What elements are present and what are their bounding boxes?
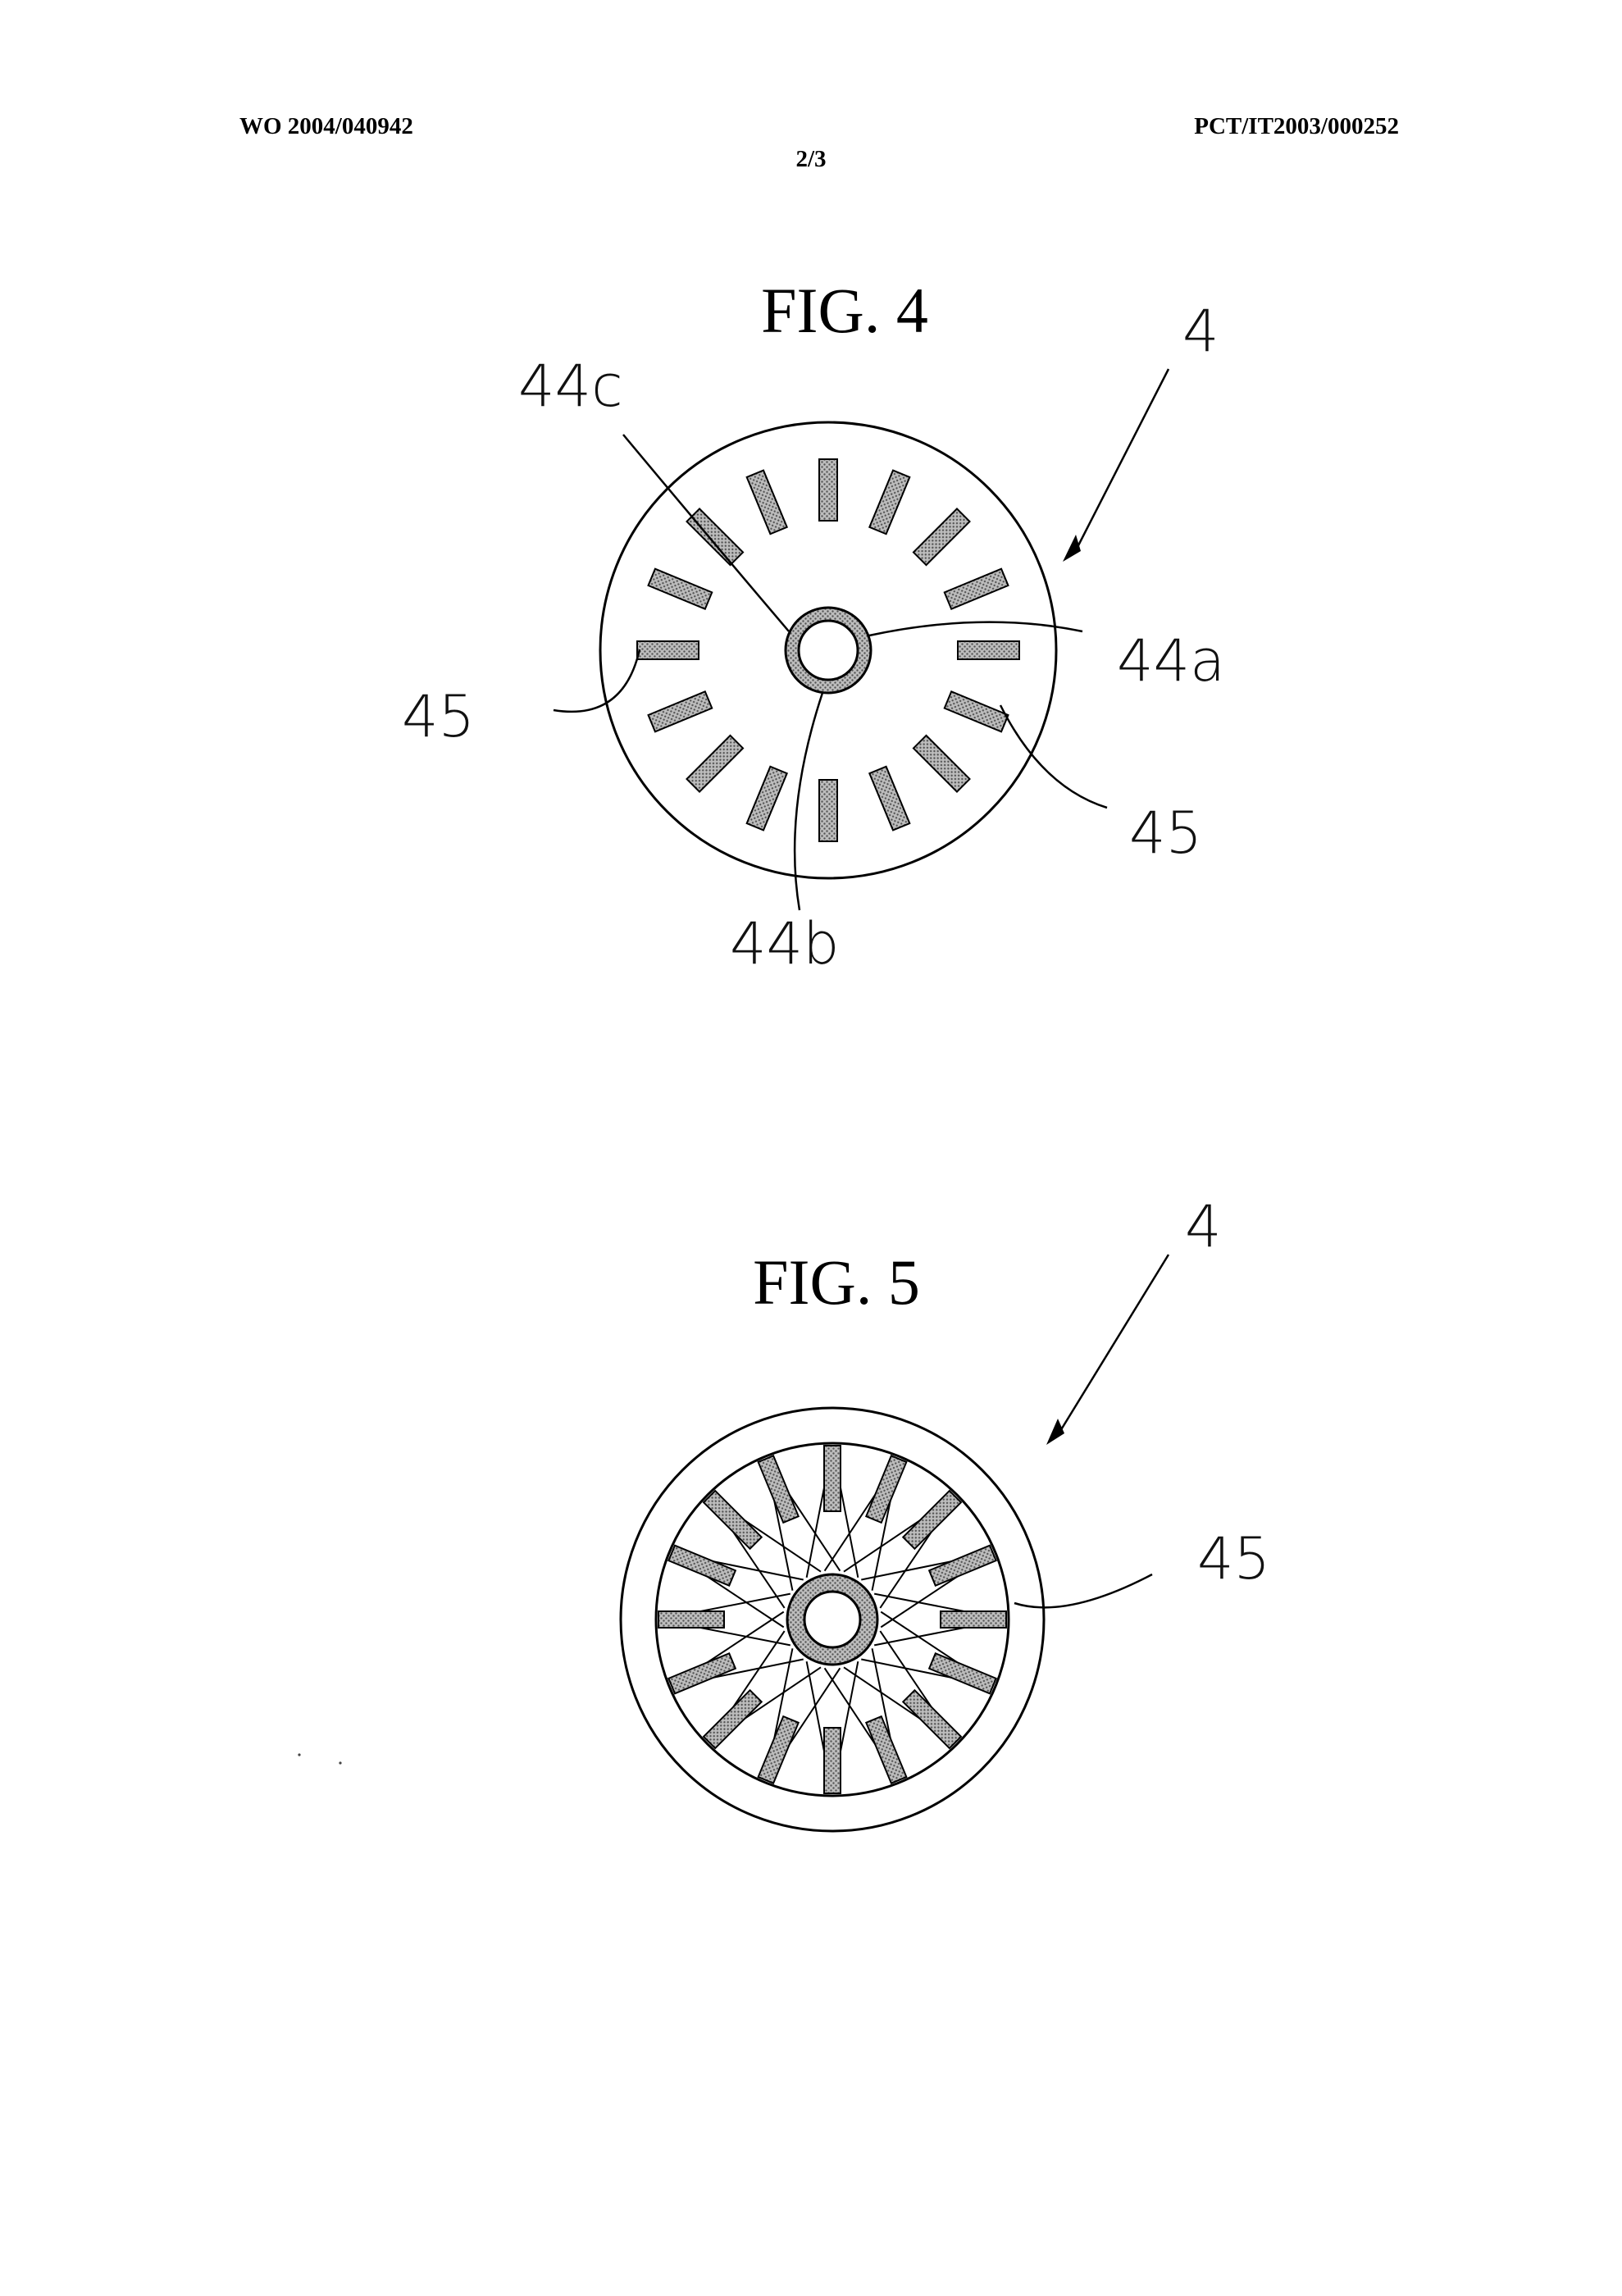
spoke-vane bbox=[757, 1715, 800, 1784]
radial-slot bbox=[868, 469, 911, 535]
label-45: 45 bbox=[1197, 1525, 1270, 1592]
radial-slot bbox=[912, 508, 971, 567]
disc-outer-circle bbox=[599, 421, 1058, 880]
leader-4 bbox=[1056, 1254, 1170, 1436]
radial-slot bbox=[957, 640, 1020, 660]
hub-bore bbox=[803, 1590, 862, 1649]
spoke-vane bbox=[927, 1651, 997, 1695]
arrow-head-icon bbox=[1063, 535, 1081, 562]
figure-4-title: FIG. 4 bbox=[761, 275, 928, 346]
spoke-vane bbox=[658, 1610, 725, 1629]
figure-5-title: FIG. 5 bbox=[753, 1246, 920, 1318]
radial-slot bbox=[912, 734, 971, 793]
spoke-vane bbox=[757, 1455, 800, 1524]
figure-4: FIG. 4 44c 4 44a 45 45 44b bbox=[402, 275, 1225, 977]
spoke-vane bbox=[864, 1715, 908, 1784]
radial-slot bbox=[818, 779, 838, 842]
spoke-vane bbox=[864, 1455, 908, 1524]
spoke-vane bbox=[667, 1544, 737, 1588]
label-44b: 44b bbox=[730, 910, 840, 977]
spoke-vane bbox=[823, 1727, 841, 1794]
slot-group bbox=[636, 458, 1020, 842]
leader-44b bbox=[793, 692, 824, 911]
disc-outer-circle bbox=[619, 1406, 1046, 1833]
leader-4 bbox=[1073, 368, 1170, 554]
label-44a: 44a bbox=[1117, 627, 1225, 695]
radial-slot bbox=[686, 508, 745, 567]
radial-slot bbox=[647, 567, 713, 611]
spoke-vane bbox=[702, 1688, 763, 1750]
label-44c: 44c bbox=[518, 353, 623, 420]
label-4: 4 bbox=[1182, 298, 1219, 365]
arrow-head-icon bbox=[1046, 1419, 1064, 1445]
radial-slot bbox=[745, 469, 789, 535]
spoke-vane bbox=[823, 1445, 841, 1512]
hub-bore bbox=[797, 619, 859, 681]
figure-5: FIG. 5 4 45 bbox=[619, 1193, 1270, 1833]
radial-slot bbox=[636, 640, 699, 660]
radial-slot bbox=[686, 734, 745, 793]
radial-slot bbox=[868, 765, 911, 831]
spoke-vane bbox=[702, 1489, 763, 1551]
radial-slot bbox=[943, 567, 1009, 611]
leader-45 bbox=[1014, 1573, 1153, 1609]
scan-speck bbox=[339, 1761, 342, 1765]
scan-speck bbox=[298, 1753, 301, 1756]
label-45-left: 45 bbox=[402, 683, 475, 750]
publication-number: WO 2004/040942 bbox=[239, 113, 413, 139]
radial-slot bbox=[818, 458, 838, 522]
spoke-vane bbox=[667, 1651, 737, 1695]
radial-slot bbox=[647, 690, 713, 733]
radial-slot bbox=[745, 765, 789, 831]
leader-45-left bbox=[553, 649, 641, 713]
spoke-group bbox=[658, 1445, 1007, 1794]
leader-44c bbox=[622, 434, 790, 632]
spoke-vane bbox=[901, 1688, 963, 1750]
sheet-number: 2/3 bbox=[795, 146, 827, 172]
leader-44a bbox=[868, 621, 1083, 637]
application-number: PCT/IT2003/000252 bbox=[1194, 113, 1399, 139]
spoke-vane bbox=[927, 1544, 997, 1588]
label-4: 4 bbox=[1185, 1193, 1222, 1260]
radial-slot bbox=[943, 690, 1009, 733]
label-45-right: 45 bbox=[1129, 800, 1202, 867]
spoke-vane bbox=[940, 1610, 1007, 1629]
disc-inner-circle bbox=[654, 1442, 1010, 1797]
leader-45-right bbox=[999, 704, 1108, 809]
spoke-vane bbox=[901, 1489, 963, 1551]
